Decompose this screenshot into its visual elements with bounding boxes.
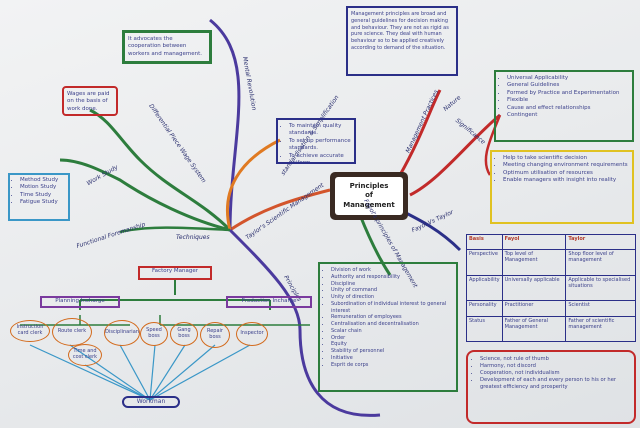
taylor-principle: Cooperation, not individualism [480,370,630,377]
table-cell: Personality [466,300,503,317]
production-role: Repair boss [200,322,230,348]
fayol-principle: Initiative [331,355,453,362]
planning-role: Disciplinarian [104,320,140,346]
table-cell: Applicability [466,274,503,302]
table-cell: Perspective [466,249,503,276]
fayol-taylor-table: Basis Fayol Taylor Perspective Top level… [466,234,636,342]
table-cell: Father of scientific management [565,315,636,342]
fayol-principle: Remuneration of employees [331,314,453,321]
workman-box: Workman [122,396,180,408]
table-row: Status Father of General Management Fath… [466,315,636,342]
table-row: Applicability Universally applicable App… [466,274,636,302]
significance-box: Help to take scientific decision Meeting… [490,150,634,224]
production-role: Inspector [236,322,268,346]
significance-item: Help to take scientific decision [503,155,629,162]
fayol-principle: Scalar chain [331,328,453,335]
fayol-principle: Subordination of individual interest to … [331,301,453,315]
significance-item: Optimum utilisation of resources [503,170,629,177]
wages-box: Wages are paid on the basis of work done… [62,86,118,116]
nature-item: Cause and effect relationships [507,105,629,112]
page-title: Principles of Management [343,181,395,209]
table-cell: Father of General Management [501,315,567,342]
taylor-principle: Harmony, not discord [480,363,630,370]
work-study-item: Time Study [20,192,66,199]
work-study-box: Method Study Motion Study Time Study Fat… [8,173,70,221]
fayol-principles-box: Division of work Authority and responsib… [318,262,458,392]
fayol-principle: Authority and responsibility [331,274,453,281]
nature-box: Universal Applicability General Guidelin… [494,70,634,142]
factory-manager-box: Factory Manager [138,266,212,280]
taylor-principles-box: Science, not rule of thumb Harmony, not … [466,350,636,424]
standards-item: To maintain quality standards. [289,123,351,138]
planning-role: Time and cost clerk [68,344,102,366]
taylor-principle: Science, not rule of thumb [480,356,630,363]
standards-box: To maintain quality standards. To set up… [276,118,356,164]
fayol-principle: Unity of command [331,287,453,294]
nature-item: Flexible [507,97,629,104]
standards-item: To set up performance standards. [289,138,351,153]
fayol-principle: Equity [331,341,453,348]
standards-item: To achieve accurate uniform [289,153,351,162]
significance-item: Meeting changing environment requirement… [503,162,629,169]
planning-role: Route clerk [52,318,92,346]
fayol-principle: Stability of personnel [331,348,453,355]
table-cell: Top level of Management [501,249,567,276]
table-header: Fayol [501,234,567,251]
planning-incharge-box: Planning Incharge [40,296,120,308]
table-cell: Applicable to specialised situations [565,274,636,302]
taylor-principle: Development of each and every person to … [480,377,630,391]
definition-box: Management principles are broad and gene… [346,6,458,76]
production-role: Speed boss [140,322,168,346]
fayol-principle: Esprit de corps [331,362,453,369]
cooperation-box: It advocates the cooperation between wor… [122,30,212,64]
table-header: Taylor [565,234,636,251]
nature-item: Contingent [507,112,629,119]
fayol-principle: Division of work [331,267,453,274]
table-cell: Practitioner [501,300,567,317]
significance-item: Enable managers with insight into realit… [503,177,629,184]
fayol-principle: Unity of direction [331,294,453,301]
table-cell: Universally applicable [501,274,567,302]
work-study-item: Motion Study [20,184,66,191]
table-row: Perspective Top level of Management Shop… [466,249,636,276]
label-techniques: Techniques [176,234,210,241]
work-study-item: Method Study [20,177,66,184]
production-incharge-box: Production Incharge [226,296,312,308]
table-header: Basis [466,234,503,251]
production-role: Gang boss [170,322,198,346]
nature-item: General Guidelines [507,82,629,89]
fayol-principle: Centralisation and decentralisation [331,321,453,328]
table-row: Personality Practitioner Scientist [466,300,636,317]
table-cell: Scientist [565,300,636,317]
nature-item: Universal Applicability [507,75,629,82]
planning-role: Instruction card clerk [10,320,50,342]
table-cell: Status [466,315,503,342]
table-cell: Shop floor level of management [565,249,636,276]
work-study-item: Fatigue Study [20,199,66,206]
nature-item: Formed by Practice and Experimentation [507,90,629,97]
fayol-principle: Order [331,335,453,342]
fayol-principle: Discipline [331,281,453,288]
